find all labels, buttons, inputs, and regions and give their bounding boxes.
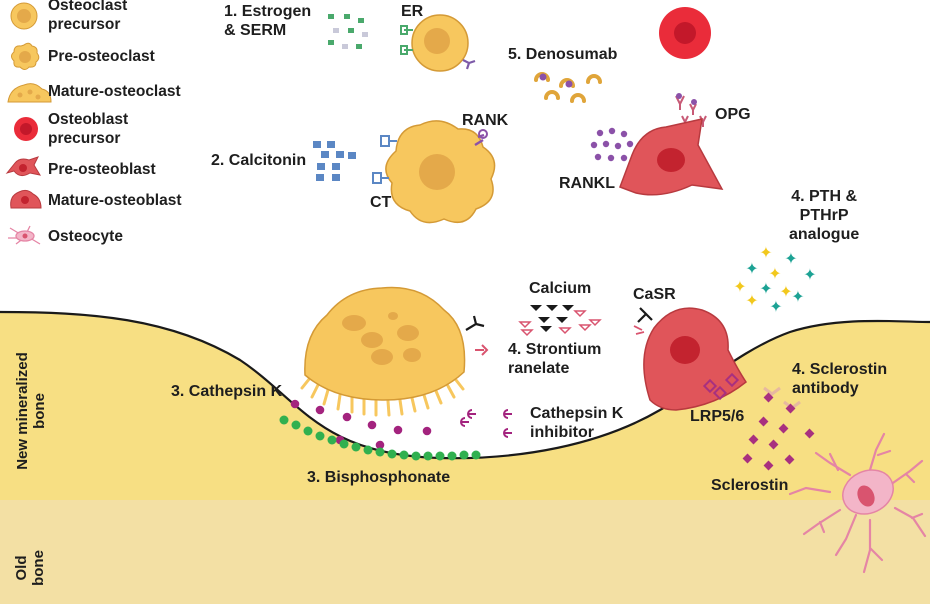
- label-calcium: Calcium: [529, 280, 592, 297]
- osteocyte-icon: [8, 225, 41, 245]
- osteoblast-precursor-icon: [14, 117, 38, 141]
- label-sclerostin-antibody: 4. Sclerostin antibody: [792, 361, 888, 397]
- label-new-mineralized-bone: New mineralized bone: [14, 352, 48, 470]
- denosumab-antibodies: [534, 72, 602, 103]
- legend-osteoclast-precursor: Osteoclast precursor: [48, 0, 128, 33]
- label-rankl: RANKL: [559, 175, 615, 192]
- strontium-particles: [518, 310, 602, 337]
- cathepsin-k-dots: [290, 399, 432, 450]
- sclerostin-particles: [742, 416, 815, 471]
- pre-osteoblast-icon: [5, 156, 42, 177]
- osteocyte-cell: [788, 432, 927, 574]
- osteoblast-precursor-cell: [659, 7, 711, 59]
- label-bisphosphonate: 3. Bisphosphonate: [307, 469, 451, 486]
- legend-mature-osteoblast: Mature-osteoblast: [48, 192, 182, 209]
- label-cathepsin-k: 3. Cathepsin K: [171, 383, 283, 400]
- svg-text:✦: ✦: [768, 264, 781, 283]
- svg-text:✦: ✦: [745, 291, 758, 310]
- calcitonin-particles: [313, 141, 356, 181]
- new-bone-region: [0, 312, 930, 500]
- bone-surface-line: [0, 310, 930, 460]
- label-strontium-ranelate: 4. Strontium ranelate: [508, 341, 602, 377]
- svg-text:✦: ✦: [759, 243, 772, 262]
- legend-pre-osteoclast: Pre-osteoclast: [48, 48, 155, 65]
- legend-osteoblast-precursor: Osteoblast precursor: [48, 111, 129, 147]
- label-rank: RANK: [462, 112, 509, 129]
- label-pth-pthrp-analogue: 4. PTH & PTHrP analogue: [789, 188, 860, 243]
- label-estrogen-serm: 1. Estrogen & SERM: [224, 3, 312, 39]
- label-denosumab: 5. Denosumab: [508, 46, 618, 63]
- bisphosphonate-dots: [279, 415, 481, 461]
- osteoclast-precursor-icon: [10, 2, 38, 30]
- sclerostin-antibodies: [763, 386, 801, 414]
- label-sclerostin: Sclerostin: [711, 477, 789, 494]
- cathepsin-k-inhibitor-icons: [460, 409, 512, 438]
- svg-text:✦: ✦: [803, 265, 816, 284]
- legend-mature-osteoclast: Mature-osteoclast: [48, 83, 181, 100]
- calcium-particles: [530, 305, 574, 332]
- mature-osteoblast-icon: [10, 189, 42, 209]
- label-er: ER: [401, 3, 424, 20]
- legend-osteocyte: Osteocyte: [48, 228, 123, 245]
- legend-pre-osteoblast: Pre-osteoblast: [48, 161, 156, 178]
- svg-text:✦: ✦: [769, 297, 782, 316]
- svg-text:✦: ✦: [745, 259, 758, 278]
- svg-text:✦: ✦: [759, 279, 772, 298]
- rankl-dots: [590, 127, 634, 162]
- mature-osteoblast-cell: [633, 307, 748, 411]
- svg-text:✦: ✦: [791, 287, 804, 306]
- svg-text:✦: ✦: [779, 282, 792, 301]
- label-opg: OPG: [715, 106, 751, 123]
- old-bone-region: [0, 500, 930, 604]
- label-ct: CT: [370, 194, 392, 211]
- label-cathepsin-k-inhibitor: Cathepsin K inhibitor: [530, 405, 624, 441]
- svg-text:✦: ✦: [733, 277, 746, 296]
- svg-text:✦: ✦: [784, 249, 797, 268]
- pth-analogue-particles: ✦ ✦ ✦ ✦ ✦ ✦ ✦ ✦ ✦ ✦ ✦: [733, 243, 816, 316]
- osteoclast-precursor-cell-er: [400, 14, 476, 72]
- label-lrp56: LRP5/6: [690, 408, 745, 425]
- lrp56-receptors: [702, 372, 740, 401]
- label-casr: CaSR: [633, 286, 676, 303]
- mature-osteoclast-icon: [7, 83, 52, 103]
- pre-osteoclast-cell: [372, 120, 496, 224]
- pre-osteoclast-icon: [11, 42, 40, 70]
- label-calcitonin: 2. Calcitonin: [211, 152, 307, 169]
- mature-osteoclast-cell: [300, 286, 489, 417]
- estrogen-serm-particles: [328, 14, 368, 49]
- pre-osteoblast-cell: [619, 118, 724, 196]
- label-old-bone: Old bone: [13, 550, 47, 586]
- opg-molecules: [675, 93, 707, 127]
